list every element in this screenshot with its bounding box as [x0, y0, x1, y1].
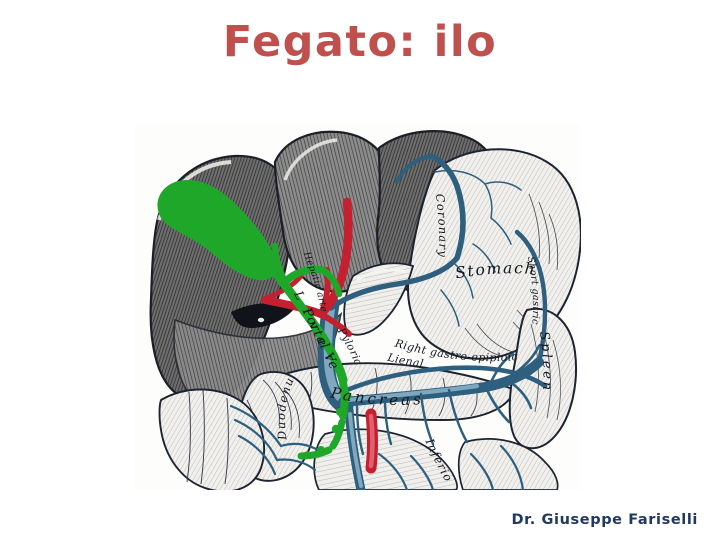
colon-organ: [158, 388, 265, 490]
label-stomach-text: Stomach: [454, 259, 535, 282]
lesser-omentum: [343, 262, 415, 336]
gallbladder-highlight: [157, 179, 278, 281]
label-spleen-text: Spleen: [536, 331, 552, 393]
label-stomach: Stomach: [454, 259, 537, 282]
portal-venous-system: [229, 153, 548, 490]
label-coronary-text: Coronary: [433, 193, 449, 259]
anatomy-figure: L i v e r Stomach Coronary Portal Vein H…: [135, 124, 581, 490]
footer-author: Dr. Giuseppe Fariselli: [511, 512, 698, 528]
page-title: Fegato: ilo: [222, 17, 498, 67]
biliary-highlight: [157, 179, 352, 460]
label-coronary: Coronary: [433, 193, 450, 259]
anatomy-illustration: L i v e r Stomach Coronary Portal Vein H…: [135, 124, 581, 490]
label-spleen: Spleen: [536, 331, 554, 393]
spleen-organ: [508, 307, 577, 450]
